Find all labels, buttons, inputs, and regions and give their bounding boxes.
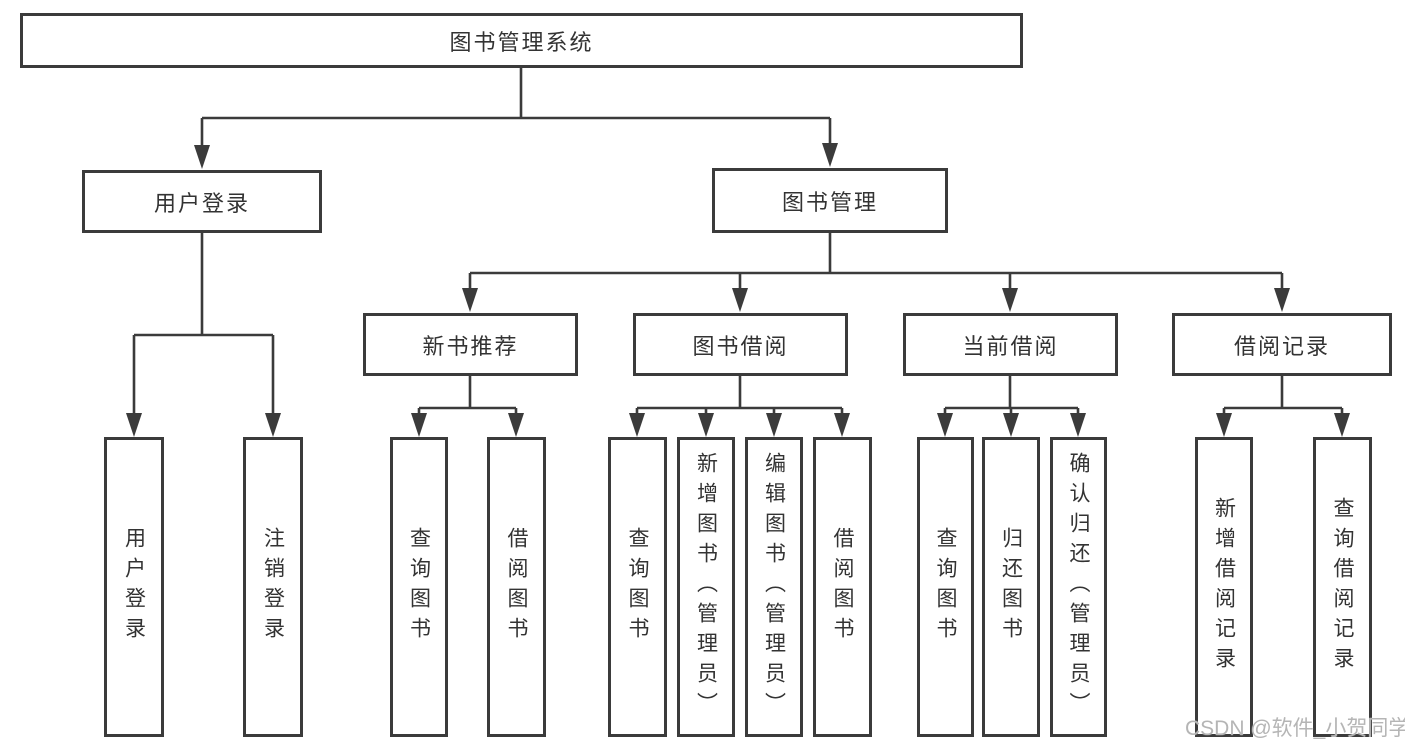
node-book-borrow-label: 图书借阅 [692,333,789,359]
leaf-query-books-current-label: 查询图书 [934,527,957,647]
leaf-edit-book-admin-label: 编辑图书（管理员） [762,452,786,722]
node-new-book-recommend: 新书推荐 [363,313,578,376]
node-book-management-label: 图书管理 [781,189,878,215]
leaf-borrow-books: 借阅图书 [813,437,872,737]
leaf-add-book-admin: 新增图书（管理员） [677,437,735,737]
leaf-query-books-borrow: 查询图书 [608,437,667,737]
node-current-borrow: 当前借阅 [903,313,1118,376]
leaf-user-login-label: 用户登录 [122,527,146,647]
csdn-watermark: CSDN @软件_小贺同学 [1185,717,1405,740]
leaf-query-books-recommend: 查询图书 [390,437,448,737]
leaf-query-books-borrow-label: 查询图书 [626,527,649,647]
leaf-return-book: 归还图书 [982,437,1040,737]
node-user-login-group-label: 用户登录 [153,190,250,216]
leaf-confirm-return-admin: 确认归还（管理员） [1050,437,1107,737]
leaf-borrow-books-recommend: 借阅图书 [487,437,546,737]
node-library-system: 图书管理系统 [20,13,1023,68]
node-book-management: 图书管理 [712,168,948,233]
leaf-borrow-books-recommend-label: 借阅图书 [505,527,528,647]
leaf-add-borrow-record: 新增借阅记录 [1195,437,1253,737]
node-user-login-group: 用户登录 [82,170,322,233]
leaf-user-login: 用户登录 [104,437,164,737]
leaf-confirm-return-admin-label: 确认归还（管理员） [1067,452,1090,722]
node-borrow-records-label: 借阅记录 [1233,333,1330,359]
leaf-logout-label: 注销登录 [261,527,285,647]
node-borrow-records: 借阅记录 [1172,313,1392,376]
node-book-borrow: 图书借阅 [633,313,848,376]
leaf-query-books-current: 查询图书 [917,437,974,737]
leaf-return-book-label: 归还图书 [999,527,1023,647]
node-current-borrow-label: 当前借阅 [962,333,1059,359]
leaf-query-borrow-record: 查询借阅记录 [1313,437,1372,737]
node-library-system-label: 图书管理系统 [449,29,594,55]
node-new-book-recommend-label: 新书推荐 [422,333,519,359]
leaf-query-borrow-record-label: 查询借阅记录 [1331,497,1354,677]
leaf-borrow-books-label: 借阅图书 [831,527,854,647]
leaf-edit-book-admin: 编辑图书（管理员） [745,437,803,737]
leaf-query-books-recommend-label: 查询图书 [407,527,431,647]
leaf-add-borrow-record-label: 新增借阅记录 [1212,497,1236,677]
leaf-logout: 注销登录 [243,437,303,737]
leaf-add-book-admin-label: 新增图书（管理员） [694,452,718,722]
